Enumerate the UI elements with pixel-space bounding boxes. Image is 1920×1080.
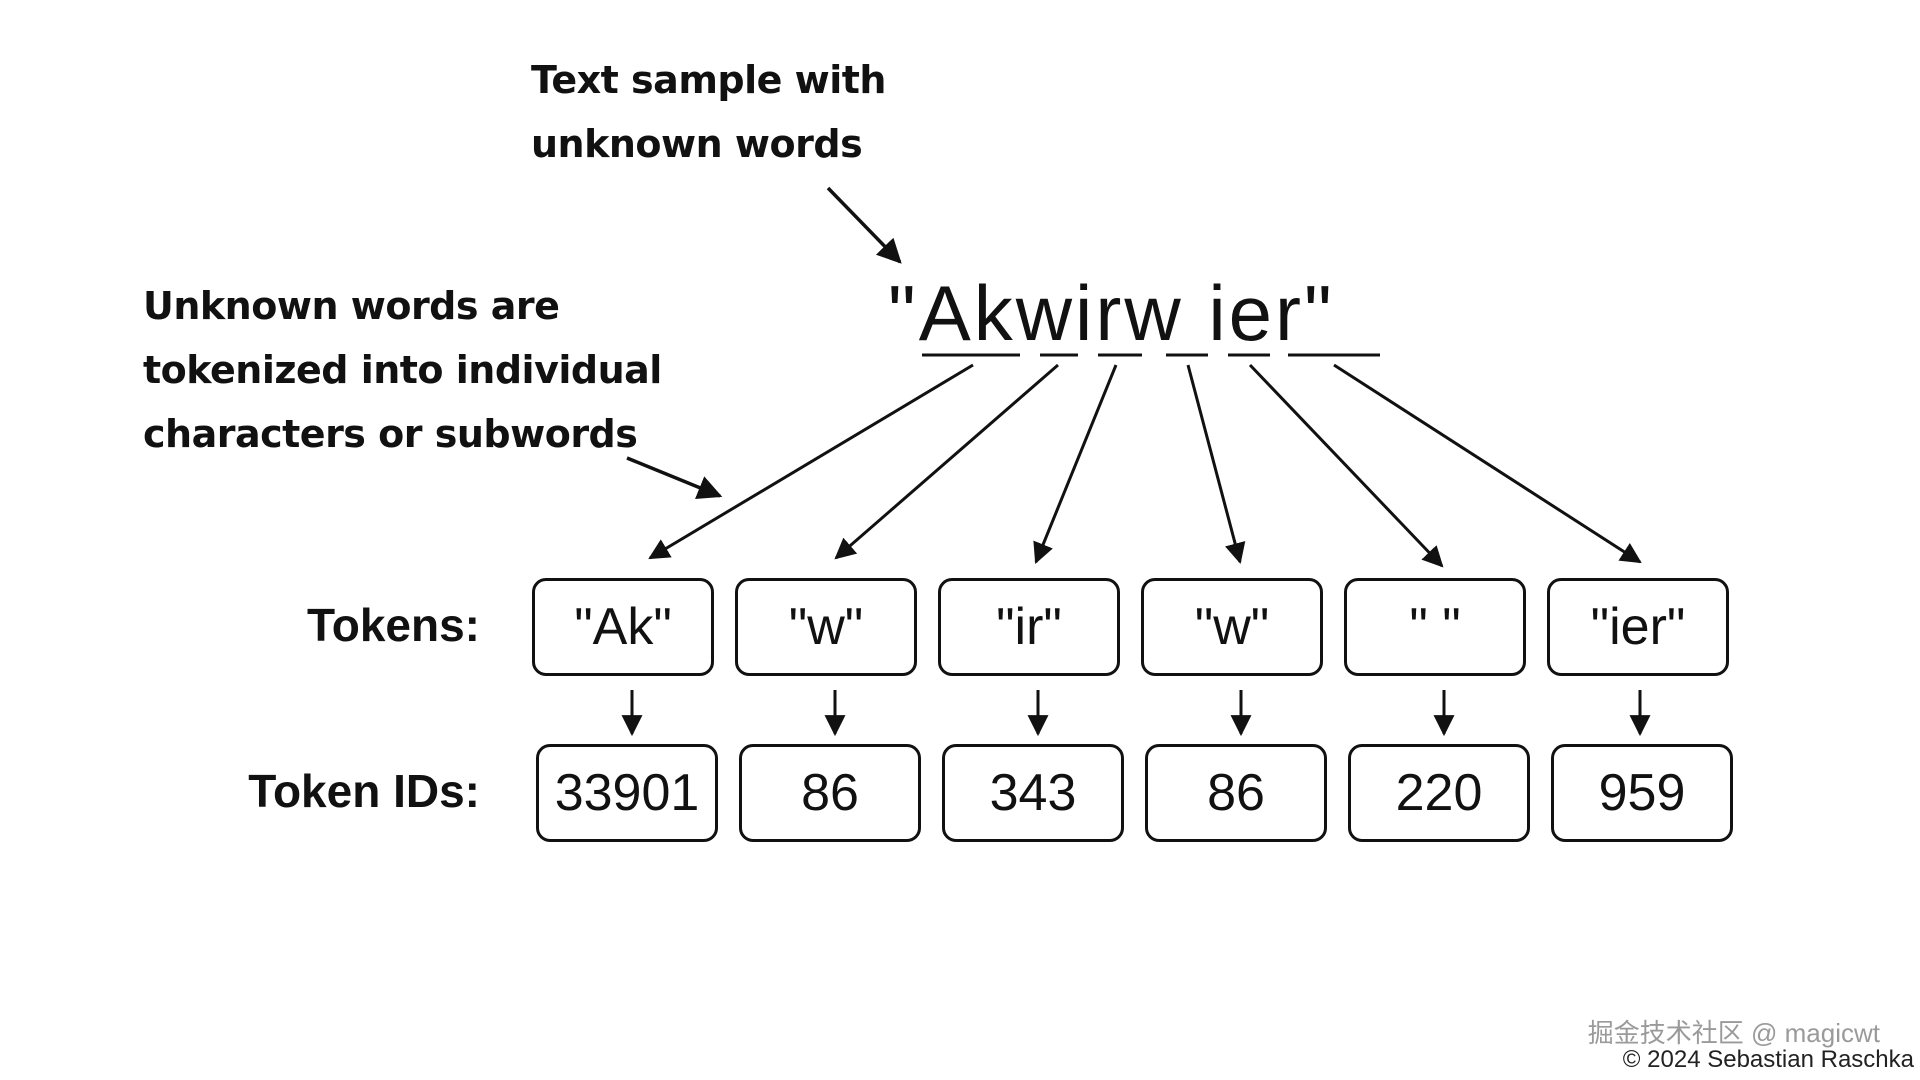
token-box: "ir" [938,578,1120,676]
token-id-box: 959 [1551,744,1733,842]
arrow-subword-w2 [1186,364,1246,565]
arrow-annotation-top [826,186,902,264]
token-box: "ier" [1547,578,1729,676]
arrow-subword-ir [1033,364,1118,564]
token-ids-label: Token IDs: [248,765,480,817]
token-id-box: 220 [1348,744,1530,842]
copyright: © 2024 Sebastian Raschka [1622,1046,1914,1073]
annotation-text-sample: Text sample with unknown words [531,48,887,176]
arrow-annotation-left [626,456,723,499]
arrow-subword-space [1248,363,1444,568]
annotation-line: tokenized into individual [143,348,662,392]
annotation-line: unknown words [531,122,863,166]
token-id-box: 86 [739,744,921,842]
tokens-label: Tokens: [307,599,480,651]
arrow-subword-ier [1333,363,1642,564]
annotation-line: Text sample with [531,58,887,102]
arrow-subword-ak [648,363,974,560]
token-box: " " [1344,578,1526,676]
token-box: "Ak" [532,578,714,676]
token-box: "w" [735,578,917,676]
annotation-line: Unknown words are [143,284,560,328]
token-id-box: 343 [942,744,1124,842]
sample-text: "Akwirw ier" [888,269,1335,357]
watermark: 掘金技术社区 @ magicwt [1587,1018,1880,1048]
token-id-box: 33901 [536,744,718,842]
annotation-unknown-words: Unknown words are tokenized into individ… [143,274,662,466]
token-id-box: 86 [1145,744,1327,842]
token-box: "w" [1141,578,1323,676]
arrow-subword-w [834,363,1059,560]
annotation-line: characters or subwords [143,412,638,456]
